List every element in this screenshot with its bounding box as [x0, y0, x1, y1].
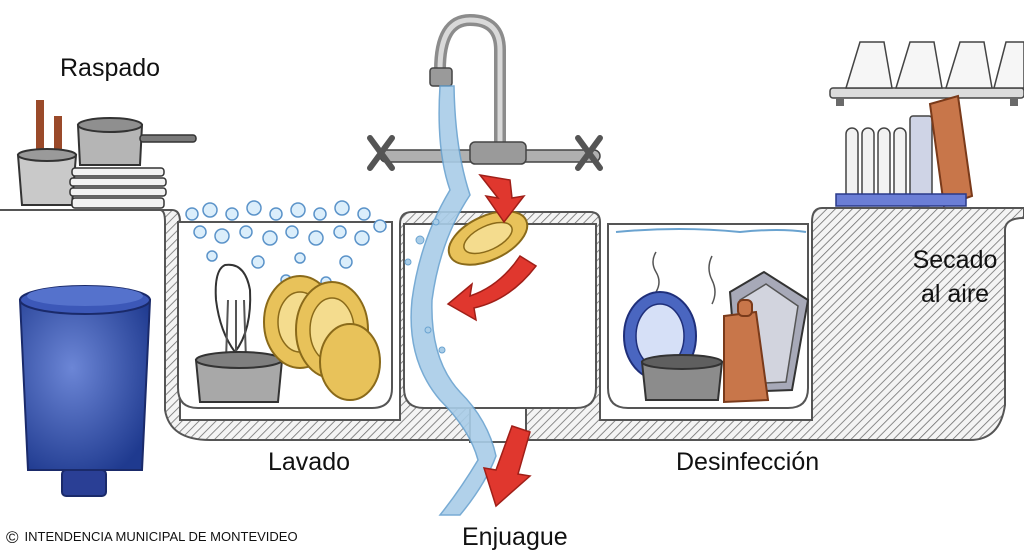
label-secado-line1: Secado [913, 246, 998, 274]
drying-rack [830, 42, 1024, 206]
label-raspado: Raspado [60, 54, 160, 82]
scraping-items [18, 100, 196, 208]
label-desinfeccion: Desinfección [676, 448, 819, 476]
label-secado-line2: al aire [921, 280, 989, 308]
trash-bin-icon [20, 286, 150, 496]
copyright-icon: © [6, 528, 19, 547]
copyright-notice: © INTENDENCIA MUNICIPAL DE MONTEVIDEO [6, 528, 298, 548]
label-lavado: Lavado [268, 448, 350, 476]
faucet-icon [370, 20, 600, 168]
copyright-text: INTENDENCIA MUNICIPAL DE MONTEVIDEO [25, 529, 298, 544]
label-enjuague: Enjuague [462, 523, 568, 551]
